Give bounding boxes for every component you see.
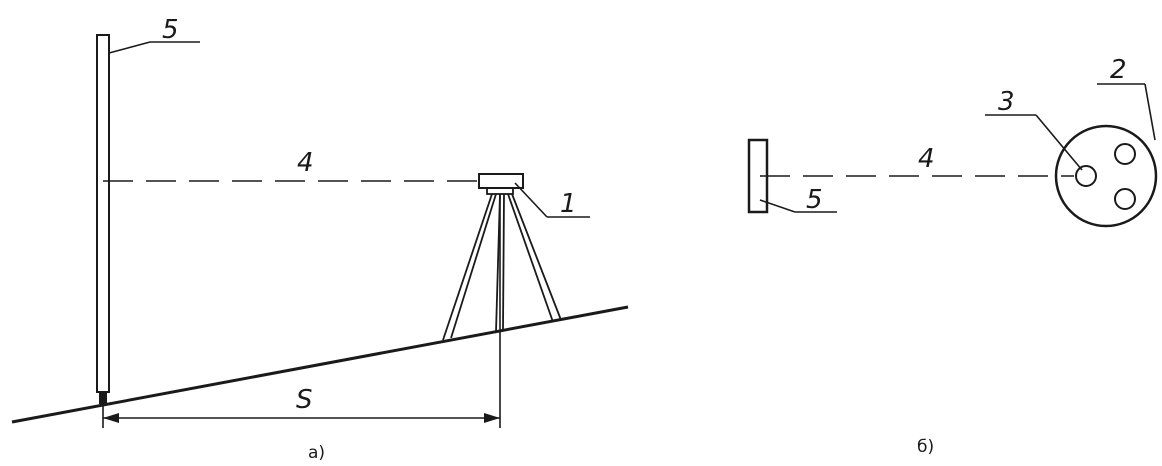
caption-figure-b: б): [917, 437, 934, 457]
ground-slope-line: [11, 305, 629, 424]
leveling-staff: [96, 34, 110, 393]
caption-figure-a: а): [308, 443, 325, 463]
level-instrument-body: [478, 173, 524, 189]
callout-leader-staff: [108, 41, 151, 54]
dimension-arrow-right: [484, 413, 500, 423]
callout-label-head: 2: [1110, 55, 1127, 85]
callout-leader-staff-b: [759, 199, 796, 213]
dimension-label-distance: S: [296, 385, 313, 415]
figure-a: 5 4 1 S а): [11, 15, 629, 463]
callout-leader-eyepiece: [1035, 114, 1083, 171]
callout-leader-head: [1144, 83, 1156, 141]
dimension-arrow-left: [103, 413, 119, 423]
callout-label-staff-b: 5: [806, 185, 823, 215]
callout-label-staff: 5: [162, 15, 179, 45]
callout-label-instrument: 1: [560, 189, 577, 219]
leg-socket-upper: [1114, 143, 1136, 165]
callout-leader-instrument: [514, 182, 548, 218]
figure-b: 5 4 3 2 б): [747, 55, 1158, 457]
staff-foot: [99, 392, 107, 404]
callout-label-line-of-sight-b: 4: [918, 144, 935, 174]
tripod: [442, 193, 562, 341]
eyepiece-circle: [1075, 165, 1097, 187]
callout-label-eyepiece: 3: [998, 87, 1015, 117]
level-instrument-base: [486, 187, 514, 195]
callout-label-line-of-sight: 4: [297, 148, 314, 178]
tripod-head-circle: [1054, 124, 1158, 228]
leg-socket-lower: [1114, 188, 1136, 210]
